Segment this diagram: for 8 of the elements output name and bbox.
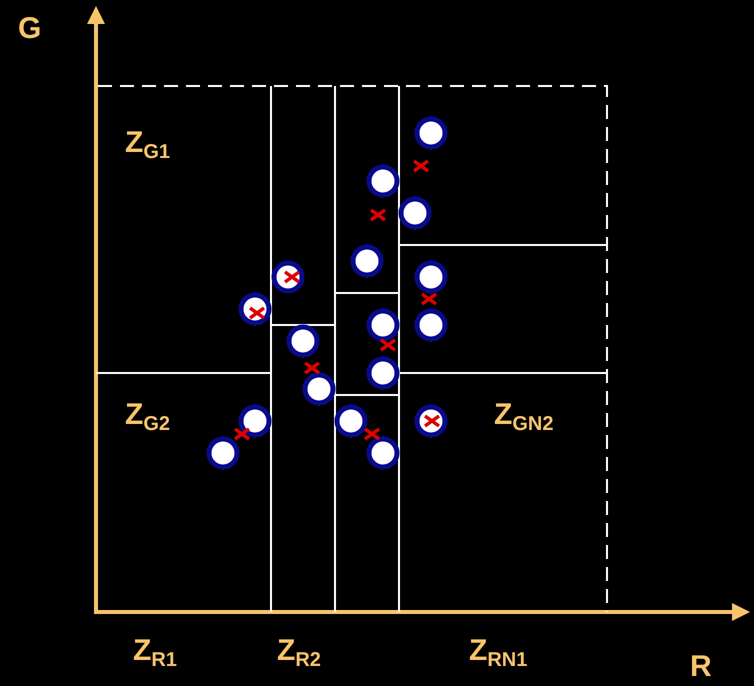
zone-label: Z$_{RN1}$ [469,636,528,670]
zone-label: Z$_{R2}$ [277,636,321,670]
axis-label: G [18,14,42,44]
zone-label: Z$_{R1}$ [133,636,177,670]
axis-label: R [690,652,712,682]
zone-label: Z$_{G2}$ [125,400,170,434]
zone-label: Z$_{GN2}$ [494,400,554,434]
zone-label: Z$_{G1}$ [125,128,170,162]
